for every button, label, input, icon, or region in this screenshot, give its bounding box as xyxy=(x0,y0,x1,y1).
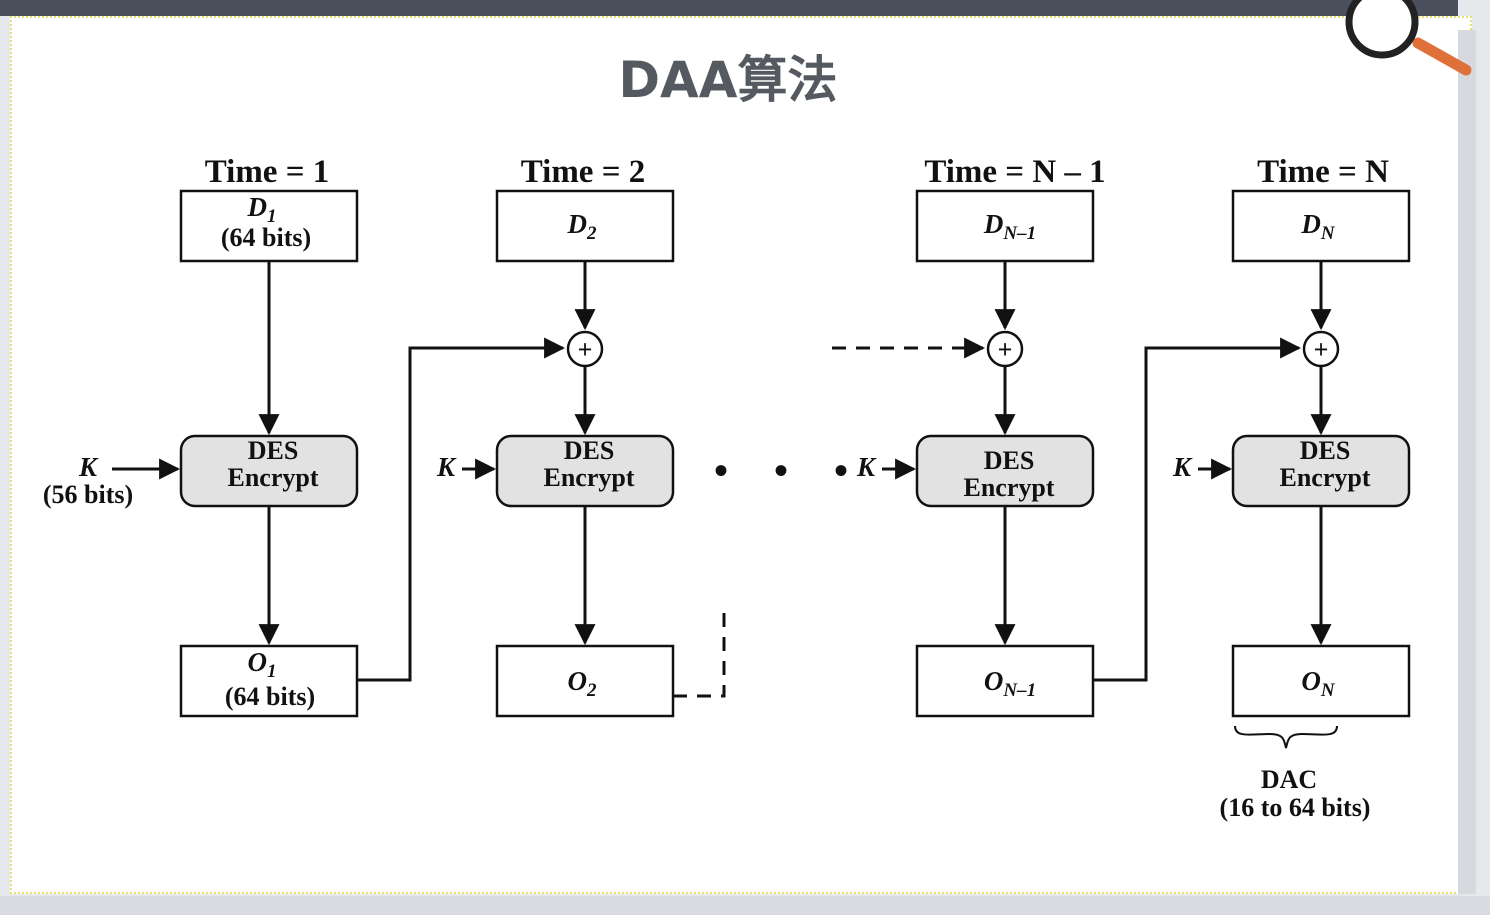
feedback-o1-to-xor2 xyxy=(357,337,566,682)
svg-text:+: + xyxy=(578,335,593,364)
data-block-1: D1 (64 bits) xyxy=(179,189,359,263)
magnifier-icon[interactable] xyxy=(1345,0,1472,76)
des-encrypt-1: DES Encrypt xyxy=(179,434,359,508)
svg-text:DN–1: DN–1 xyxy=(983,209,1036,244)
data-block-n-minus-1: DN–1 xyxy=(915,189,1095,263)
svg-text:DN: DN xyxy=(1300,209,1336,244)
svg-text:DES: DES xyxy=(984,446,1035,475)
xor-icon-n: + xyxy=(1302,330,1340,368)
data-block-n: DN xyxy=(1231,189,1411,263)
ellipsis: • • • xyxy=(714,448,866,493)
des-encrypt-2: DES Encrypt xyxy=(495,434,675,508)
svg-text:Encrypt: Encrypt xyxy=(544,463,635,492)
top-bar xyxy=(0,0,1458,16)
key-label-n: K xyxy=(1172,452,1193,482)
dac-label: DAC xyxy=(1261,765,1317,794)
svg-text:D1: D1 xyxy=(247,192,277,227)
svg-text:ON–1: ON–1 xyxy=(984,666,1036,701)
svg-text:DES: DES xyxy=(1300,436,1351,465)
data-block-1-size: (64 bits) xyxy=(221,223,311,252)
feedback-o-n-minus-1-to-xor-n xyxy=(1093,337,1302,682)
key-label-1: K xyxy=(78,452,99,482)
key-label-n-minus-1: K xyxy=(856,452,877,482)
svg-text:Encrypt: Encrypt xyxy=(1280,463,1371,492)
key-label-2: K xyxy=(436,452,457,482)
svg-text:Encrypt: Encrypt xyxy=(964,473,1055,502)
svg-text:+: + xyxy=(1314,335,1329,364)
right-edge xyxy=(1458,30,1476,894)
des-encrypt-n-minus-1: DES Encrypt xyxy=(915,434,1095,508)
des-encrypt-n: DES Encrypt xyxy=(1231,434,1411,508)
feedback-o2-dashed xyxy=(673,612,726,698)
svg-text:ON: ON xyxy=(1301,666,1336,701)
output-block-n: ON xyxy=(1231,644,1411,718)
svg-text:Encrypt: Encrypt xyxy=(228,463,319,492)
xor-icon-2: + xyxy=(566,330,604,368)
dac-brace xyxy=(1234,725,1338,749)
svg-text:+: + xyxy=(998,335,1013,364)
output-block-1-size: (64 bits) xyxy=(225,682,315,711)
bottom-edge xyxy=(0,896,1490,915)
svg-text:O1: O1 xyxy=(248,647,277,682)
slide-title: DAA算法 xyxy=(619,51,838,109)
dac-size-label: (16 to 64 bits) xyxy=(1220,793,1371,822)
output-block-2: O2 xyxy=(495,644,675,718)
svg-text:O2: O2 xyxy=(568,666,598,701)
time-label-1: Time = 1 xyxy=(205,154,330,190)
svg-text:DES: DES xyxy=(248,436,299,465)
xor-icon-n-minus-1: + xyxy=(986,330,1024,368)
output-block-n-minus-1: ON–1 xyxy=(915,644,1095,718)
output-block-1: O1 (64 bits) xyxy=(179,644,359,718)
data-block-2: D2 xyxy=(495,189,675,263)
time-label-n: Time = N xyxy=(1257,154,1389,190)
svg-text:D2: D2 xyxy=(567,209,598,244)
svg-text:DES: DES xyxy=(564,436,615,465)
time-label-2: Time = 2 xyxy=(521,154,646,190)
time-label-n-minus-1: Time = N – 1 xyxy=(924,154,1105,190)
key-size-label: (56 bits) xyxy=(43,480,133,509)
